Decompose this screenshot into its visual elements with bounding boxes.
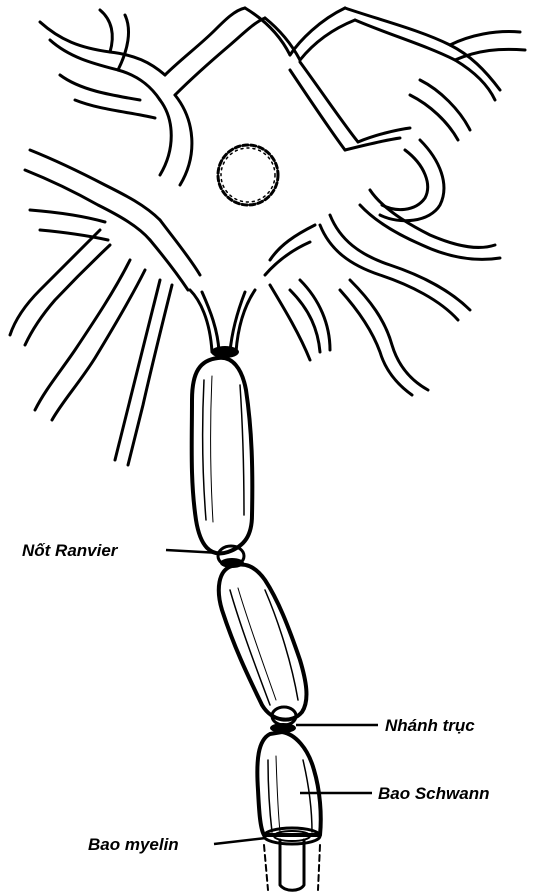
cell-body [10,8,525,465]
myelin-segment-3 [257,732,320,835]
axon-cut-end [264,828,320,890]
myelin-segment-1 [192,358,253,554]
nucleus [218,145,278,205]
label-text-axon: Nhánh trục [385,716,475,735]
label-text-schwann-sheath: Bao Schwann [378,784,489,803]
label-axon: Nhánh trục [296,716,475,735]
label-text-node-of-ranvier: Nốt Ranvier [22,541,119,560]
label-node-of-ranvier: Nốt Ranvier [22,541,220,560]
axon-hillock [190,290,255,352]
label-schwann-sheath: Bao Schwann [300,784,489,803]
myelin-segment-2 [219,558,307,720]
node-of-ranvier-1 [211,346,244,566]
label-myelin-sheath: Bao myelin [88,835,266,854]
label-text-myelin-sheath: Bao myelin [88,835,179,854]
